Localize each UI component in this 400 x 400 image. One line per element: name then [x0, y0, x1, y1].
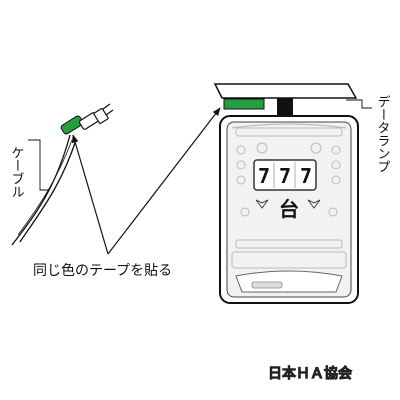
machine-top-arch	[231, 123, 347, 129]
data-lamp-unit: データランプ	[213, 83, 390, 173]
ornament-flame	[255, 199, 269, 209]
side-lamp	[331, 160, 341, 170]
reel-digit: 7	[279, 164, 291, 188]
machine-top-bar	[235, 127, 343, 137]
plug-pin-1	[102, 103, 111, 110]
tray-opening	[251, 281, 283, 289]
slot-machine: 7 7 7 台	[219, 115, 359, 304]
arrows	[71, 107, 221, 255]
ornament	[240, 207, 250, 217]
reel-digit: 7	[300, 164, 312, 188]
plug-pin-2	[105, 109, 114, 116]
reel-digit: 7	[258, 164, 270, 188]
lamp-stand	[277, 98, 293, 116]
cable-wire	[11, 134, 71, 246]
cable-assembly	[11, 103, 114, 246]
data-lamp-label: データランプ	[375, 95, 390, 173]
cable-wire-inner	[19, 139, 77, 243]
cable-label: ケーブル	[9, 146, 24, 198]
plug-head	[93, 108, 109, 124]
reel-window	[253, 159, 317, 191]
arrow-to-cable-tape	[71, 134, 109, 255]
instruction-label: 同じ色のテープを貼る	[33, 262, 172, 279]
coin-tray	[235, 270, 343, 293]
arrow-to-lamp-tape	[107, 107, 221, 255]
data-lamp-leader-line	[346, 99, 372, 109]
side-lamp	[331, 175, 341, 185]
lever-panel	[231, 251, 347, 269]
ornament	[310, 142, 322, 154]
ornament-flame	[307, 199, 321, 209]
ornament	[328, 207, 338, 217]
side-lamp	[236, 160, 246, 170]
side-lamp	[331, 145, 341, 155]
cable-leader-line	[28, 139, 48, 191]
data-lamp-body	[213, 83, 358, 99]
ornament	[256, 142, 268, 154]
coin-slot-bar	[235, 239, 343, 249]
association-logo: 日本ＨＡ協会	[268, 365, 353, 382]
green-tape-cable	[60, 115, 84, 135]
side-lamp	[236, 145, 246, 155]
cable-wire-2	[17, 139, 73, 236]
cable-label-group: ケーブル	[9, 139, 48, 198]
green-tape-lamp	[223, 98, 265, 110]
machine-character: 台	[279, 197, 299, 221]
side-lamp	[236, 175, 246, 185]
